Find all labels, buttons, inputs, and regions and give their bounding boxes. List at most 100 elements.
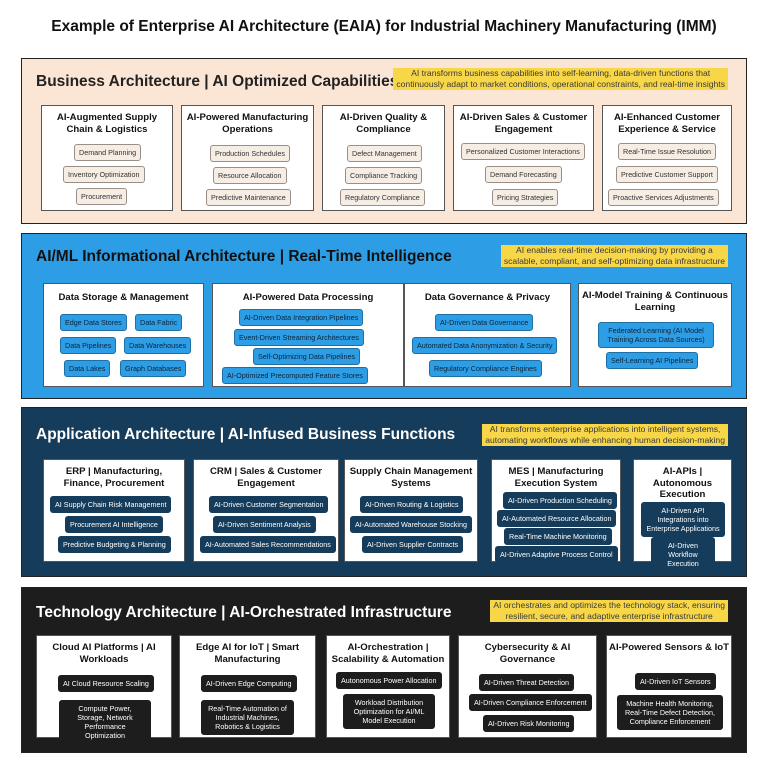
capability-item: Resource Allocation	[213, 167, 287, 184]
capability-item: AI-Driven Supplier Contracts	[362, 536, 464, 553]
capability-card: AI-Driven Quality & Compliance Defect Ma…	[322, 105, 445, 211]
capability-item: AI Supply Chain Risk Management	[50, 496, 172, 513]
capability-item: Proactive Services Adjustments	[608, 189, 719, 206]
capability-item: AI-Driven Customer Segmentation	[209, 496, 329, 513]
capability-item: Compute Power, Storage, Network Performa…	[59, 700, 151, 744]
card-title: Supply Chain Management Systems	[349, 466, 473, 489]
card-title: AI-APIs | Autonomous Execution	[652, 466, 713, 500]
layer-note: AI enables real-time decision-making by …	[500, 245, 728, 267]
capability-item: Regulatory Compliance	[340, 189, 425, 206]
capability-item: Autonomous Power Allocation	[336, 672, 442, 689]
capability-item: Procurement AI Intelligence	[65, 516, 163, 533]
capability-item: Procurement	[76, 188, 128, 205]
capability-item: AI-Driven Threat Detection	[479, 674, 574, 691]
capability-card: Cloud AI Platforms | AI Workloads AI Clo…	[36, 635, 172, 744]
capability-item: AI-Driven Data Governance	[435, 314, 534, 331]
diagram-title: Example of Enterprise AI Architecture (E…	[51, 18, 717, 35]
capability-card: AI-Augmented Supply Chain & Logistics De…	[41, 105, 173, 211]
capability-card: AI-Driven Sales & Customer Engagement Pe…	[453, 105, 594, 211]
capability-item: AI-Driven Compliance Enforcement	[469, 694, 592, 711]
capability-item: AI-Automated Resource Allocation	[497, 510, 617, 527]
capability-item: AI-Driven Routing & Logistics	[360, 496, 464, 513]
capability-item: Self-Optimizing Data Pipelines	[253, 348, 361, 365]
capability-item: Predictive Maintenance	[206, 189, 291, 206]
capability-card: ERP | Manufacturing, Finance, Procuremen…	[43, 459, 185, 562]
layer-note: AI orchestrates and optimizes the techno…	[490, 600, 728, 622]
card-title: MES | Manufacturing Execution System	[508, 466, 604, 489]
capability-item: Real-Time Issue Resolution	[618, 143, 717, 160]
capability-item: Demand Planning	[74, 144, 142, 161]
capability-card: CRM | Sales & Customer Engagement AI-Dri…	[193, 459, 339, 562]
capability-card: Edge AI for IoT | Smart Manufacturing AI…	[179, 635, 316, 738]
capability-item: Data Warehouses	[124, 337, 192, 354]
card-title: AI-Enhanced Customer Experience & Servic…	[613, 112, 721, 135]
capability-item: AI-Automated Warehouse Stocking	[350, 516, 472, 533]
layer-note: AI transforms business capabilities into…	[393, 68, 728, 90]
capability-item: AI-Driven Data Integration Pipelines	[239, 309, 364, 326]
capability-item: Federated Learning (AI Model Training Ac…	[598, 322, 714, 348]
capability-item: Defect Management	[347, 145, 422, 162]
capability-item: Production Schedules	[210, 145, 290, 162]
capability-card: Data Governance & Privacy AI-Driven Data…	[404, 283, 571, 387]
capability-item: Predictive Customer Support	[616, 166, 718, 183]
capability-item: AI-Driven IoT Sensors	[635, 673, 716, 690]
card-title: AI-Driven Quality & Compliance	[339, 112, 428, 135]
layer-title: Application Architecture | AI-Infused Bu…	[36, 426, 456, 443]
capability-item: Personalized Customer Interactions	[461, 143, 585, 160]
card-title: AI-Powered Manufacturing Operations	[186, 112, 309, 135]
capability-item: Workload Distribution Optimization for A…	[343, 694, 435, 729]
card-title: ERP | Manufacturing, Finance, Procuremen…	[63, 466, 165, 489]
capability-item: Machine Health Monitoring, Real-Time Def…	[617, 695, 723, 730]
capability-card: Supply Chain Management Systems AI-Drive…	[344, 459, 478, 562]
aiml-architecture-layer: AI/ML Informational Architecture | Real-…	[21, 233, 747, 399]
capability-card: AI-Powered Sensors & IoT AI-Driven IoT S…	[606, 635, 732, 738]
capability-item: AI-Driven Workflow Execution	[651, 537, 715, 572]
capability-item: AI-Driven Risk Monitoring	[483, 715, 575, 732]
layer-note: AI transforms enterprise applications in…	[482, 424, 728, 446]
capability-card: Cybersecurity & AI Governance AI-Driven …	[458, 635, 597, 738]
capability-item: Inventory Optimization	[63, 166, 145, 183]
capability-item: Self-Learning AI Pipelines	[606, 352, 699, 369]
business-architecture-layer: Business Architecture | AI Optimized Cap…	[21, 58, 747, 224]
capability-item: AI-Driven Sentiment Analysis	[213, 516, 316, 533]
capability-item: Real-Time Machine Monitoring	[504, 528, 612, 545]
capability-item: Demand Forecasting	[485, 166, 562, 183]
capability-item: Automated Data Anonymization & Security	[412, 337, 558, 354]
capability-item: Graph Databases	[120, 360, 187, 377]
layer-title: Business Architecture | AI Optimized Cap…	[36, 73, 399, 90]
capability-item: AI-Driven Production Scheduling	[503, 492, 617, 509]
capability-item: AI Cloud Resource Scaling	[58, 675, 154, 692]
capability-card: AI-Orchestration | Scalability & Automat…	[326, 635, 450, 738]
card-title: AI-Model Training & Continuous Learning	[581, 290, 729, 313]
card-title: Data Governance & Privacy	[424, 292, 551, 303]
card-title: CRM | Sales & Customer Engagement	[210, 466, 322, 489]
capability-item: AI-Driven Adaptive Process Control	[495, 546, 618, 563]
capability-item: AI-Driven API Integrations into Enterpri…	[641, 502, 725, 537]
capability-card: AI-APIs | Autonomous Execution AI-Driven…	[633, 459, 732, 572]
technology-architecture-layer: Technology Architecture | AI-Orchestrate…	[21, 587, 747, 753]
capability-card: AI-Powered Manufacturing Operations Prod…	[181, 105, 314, 211]
capability-card: AI-Enhanced Customer Experience & Servic…	[602, 105, 732, 211]
capability-item: Real-Time Automation of Industrial Machi…	[201, 700, 294, 735]
capability-item: Compliance Tracking	[345, 167, 423, 184]
capability-card: MES | Manufacturing Execution System AI-…	[491, 459, 621, 563]
card-title: AI-Driven Sales & Customer Engagement	[459, 112, 588, 135]
capability-item: Pricing Strategies	[492, 189, 559, 206]
capability-item: AI-Driven Edge Computing	[201, 675, 297, 692]
capability-item: AI-Optimized Precomputed Feature Stores	[222, 367, 368, 384]
card-title: AI-Orchestration | Scalability & Automat…	[331, 642, 445, 665]
card-title: AI-Augmented Supply Chain & Logistics	[56, 112, 158, 135]
card-title: Cybersecurity & AI Governance	[484, 642, 571, 665]
capability-item: Data Lakes	[64, 360, 111, 377]
capability-item: Predictive Budgeting & Planning	[58, 536, 171, 553]
card-title: Cloud AI Platforms | AI Workloads	[52, 642, 156, 665]
capability-item: AI-Automated Sales Recommendations	[200, 536, 336, 553]
capability-card: AI-Powered Data Processing AI-Driven Dat…	[212, 283, 404, 387]
application-architecture-layer: Application Architecture | AI-Infused Bu…	[21, 407, 747, 577]
capability-card: AI-Model Training & Continuous Learning …	[578, 283, 732, 387]
capability-item: Regulatory Compliance Engines	[429, 360, 542, 377]
card-title: Data Storage & Management	[58, 292, 189, 303]
capability-item: Data Pipelines	[60, 337, 117, 354]
layer-title: AI/ML Informational Architecture | Real-…	[36, 248, 452, 265]
capability-item: Event-Driven Streaming Architectures	[234, 329, 364, 346]
